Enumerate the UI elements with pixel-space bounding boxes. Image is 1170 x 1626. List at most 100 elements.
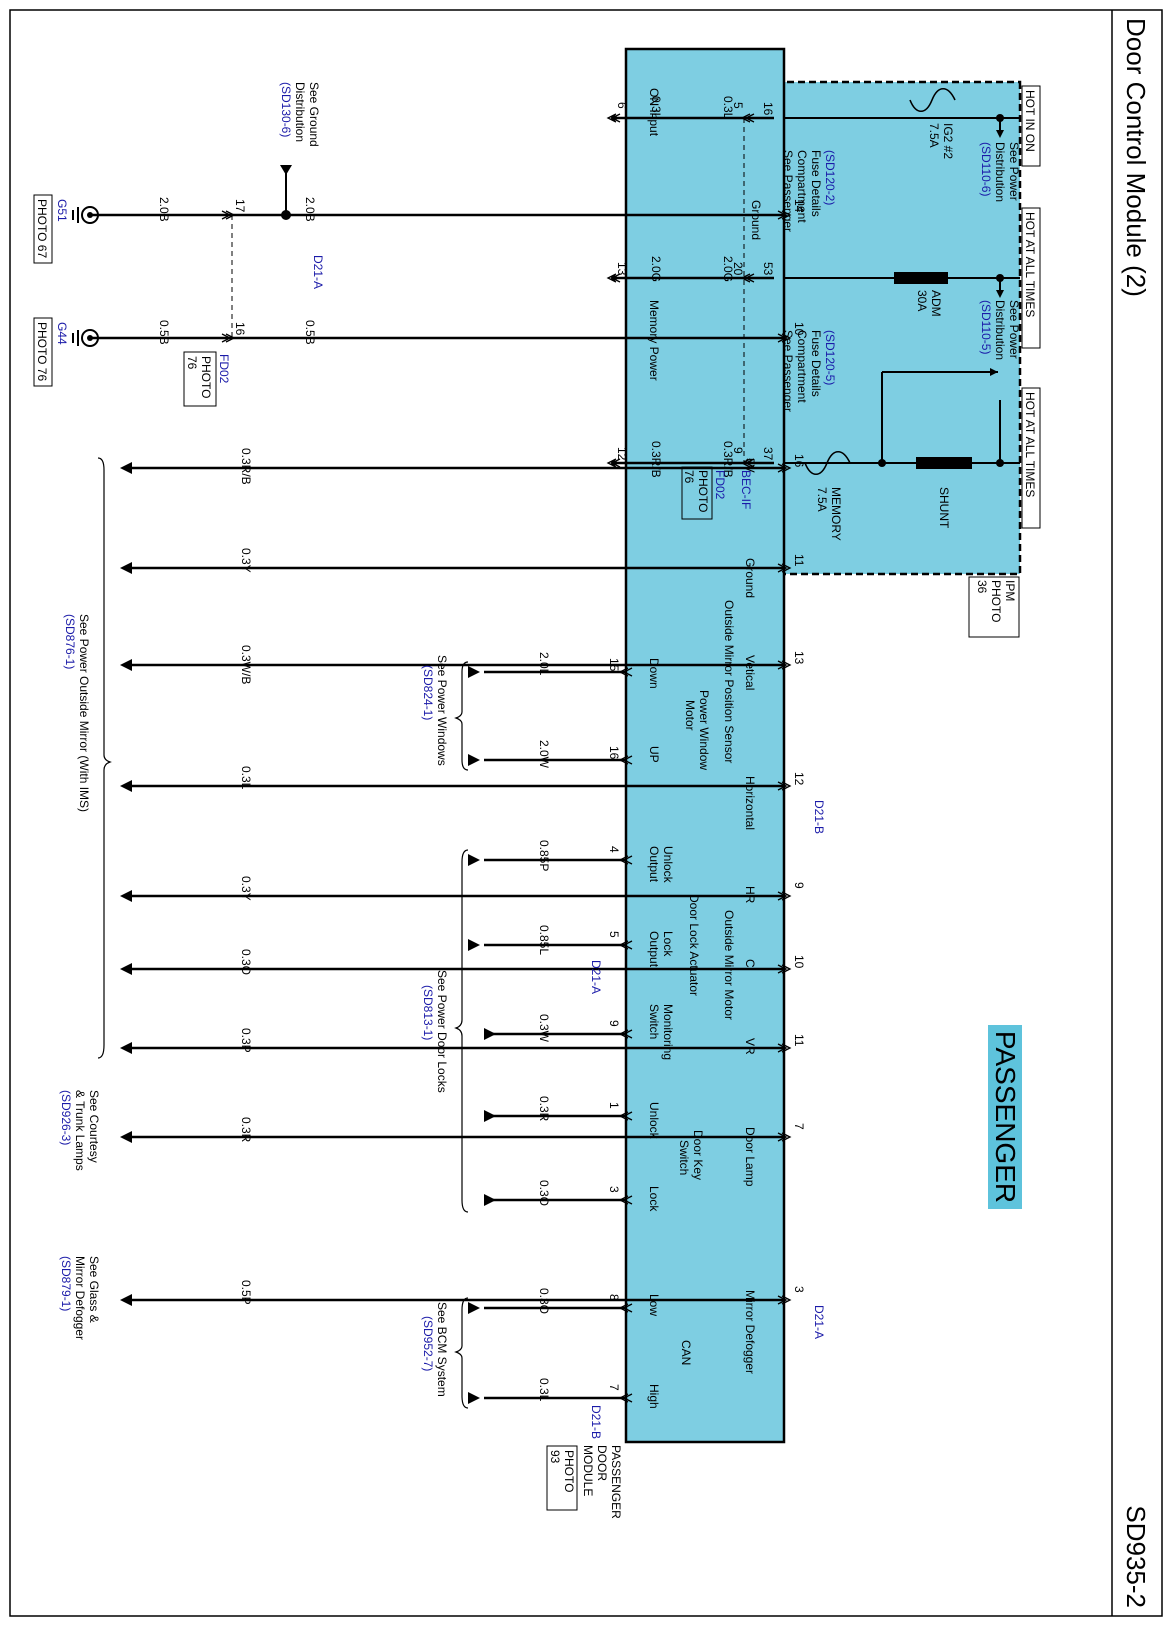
feed-ipm-wire-1: 2.0G [721, 256, 735, 282]
see-locks-text: See Power Door Locks [435, 970, 449, 1093]
upper-wire-label-3: 0.85L [537, 925, 551, 955]
window-bracket [454, 661, 469, 771]
bottom-arrow-5 [120, 963, 132, 975]
bottom-arrow-3 [120, 780, 132, 792]
ground-photo-box-0 [33, 194, 53, 264]
see-power-ref-2: (SD110-5) [979, 300, 993, 354]
lamp-ref: (SD926-3) [59, 1090, 73, 1145]
passenger-badge [988, 1025, 1022, 1209]
svg-text:Distribution: Distribution [993, 142, 1007, 202]
ground-see-2: Distribution [293, 82, 307, 142]
see-locks-ref: (SD813-1) [421, 985, 435, 1040]
hot-label-on: HOT IN ON [1021, 85, 1041, 167]
ground-see-arrow [280, 165, 292, 175]
defogger-see-1: See Glass & [87, 1256, 101, 1323]
svg-text:7.5A: 7.5A [815, 487, 829, 512]
ground-ref: (SD130-6) [279, 82, 293, 137]
bottom-arrow-8 [120, 1294, 132, 1306]
bottom-arrow-0 [120, 462, 132, 474]
bottom-arrow-2 [120, 659, 132, 671]
feed-fd-pin-0: 5 [731, 102, 745, 109]
see-window-ref: (SD824-1) [421, 665, 435, 720]
upper-func-3a: Lock [661, 931, 675, 957]
lamp-see-2: & Trunk Lamps [73, 1090, 87, 1171]
pass-comp-ref-1: (SD120-2) [823, 150, 837, 205]
module-name-label: PASSENGER DOOR MODULE PHOTO 93 [546, 1445, 623, 1519]
bottom-pin-6: 11 [792, 1034, 806, 1047]
feed-mod-pin-0: 6 [615, 102, 629, 109]
lock-d21a-label: D21-A [589, 960, 603, 994]
see-bcm-ref: (SD952-7) [421, 1316, 435, 1371]
see-power-text-1: See Power [1007, 142, 1021, 201]
svg-text:MODULE: MODULE [581, 1445, 595, 1496]
ground-fd-pin-1: 16 [233, 322, 247, 336]
fuse-adm-name: ADM [929, 290, 943, 317]
feed-mod-pin-1: 13 [615, 262, 629, 276]
can-d21b-label: D21-B [589, 1405, 603, 1439]
upper-arrow-4 [484, 1028, 496, 1040]
feed-module-dot-2 [611, 460, 617, 466]
ground-see-1: See Ground [307, 82, 321, 147]
bottom-connector-1 [777, 563, 792, 573]
bottom-pin-7: 7 [792, 1123, 806, 1130]
hot-label-always-1: HOT AT ALL TIMES [1021, 207, 1041, 349]
feed-module-dot-1 [611, 275, 617, 281]
feed-module-dot-0 [611, 115, 617, 121]
upper-func-3b: Output [647, 931, 661, 968]
see-power-text-2: See Power [1007, 300, 1021, 359]
ground-id-0: G51 [55, 199, 69, 222]
bottom-func-1: Ground [743, 558, 757, 598]
bottom-func-3: Horizontal [743, 776, 757, 830]
upper-connector-4 [618, 1029, 633, 1039]
bottom-wire-label-8: 0.5P [239, 1280, 253, 1305]
bottom-pin-4: 9 [792, 882, 806, 889]
defogger-see-2: Mirror Defogger [73, 1256, 87, 1340]
memory-power-label: Memory Power [647, 300, 661, 381]
bottom-func-7: Door Lamp [743, 1127, 757, 1187]
fuse-ig2-icon [909, 87, 956, 113]
bottom-arrow-6 [120, 1042, 132, 1054]
feed-fd-connector-1 [740, 273, 755, 283]
bottom-connector-0 [777, 463, 792, 473]
defogger-ref: (SD879-1) [59, 1256, 73, 1311]
ground-fd-connector-0 [221, 210, 236, 220]
feed-mod-wire-0: 0.3L [649, 96, 663, 120]
see-window-text: See Power Windows [435, 655, 449, 766]
upper-wire-label-4: 0.3W [537, 1014, 551, 1043]
upper-arrow-3 [468, 939, 480, 951]
page-code: SD935-2 [1121, 1505, 1151, 1608]
ground-mod-wire-0: 2.0B [303, 197, 317, 222]
ground-symbol-icon-0 [81, 206, 99, 224]
upper-wire-label-1: 2.0W [537, 740, 551, 769]
lamp-see-1: See Courtesy [87, 1090, 101, 1163]
upper-wire-label-6: 0.3O [537, 1180, 551, 1206]
feed-ipm-pin-1: 53 [761, 262, 775, 276]
upper-connector-2 [618, 855, 633, 865]
fuse-adm-icon [894, 272, 948, 284]
ground-fd-connector-1 [221, 333, 236, 343]
upper-wire-label-7: 0.3O [537, 1288, 551, 1314]
bottom-func-8: Mirror Defogger [743, 1290, 757, 1374]
see-power-ref-1: (SD110-6) [979, 142, 993, 196]
upper-func-4a: Monitoring [661, 1004, 675, 1060]
upper-func-6: Lock [647, 1186, 661, 1212]
svg-text:HOT IN ON: HOT IN ON [1023, 90, 1037, 152]
feed-mod-pin-2: 12 [615, 447, 629, 461]
feed-ipm-pin-2: 37 [761, 447, 775, 461]
upper-func-4b: Switch [647, 1004, 661, 1039]
upper-pin-5: 1 [607, 1102, 621, 1109]
passenger-badge-label: PASSENGER [990, 1031, 1021, 1203]
ipm-power-lines [760, 117, 1020, 464]
ground-symbol-dot-0 [87, 212, 93, 218]
bottom-pin-3: 12 [792, 772, 806, 786]
bottom-func-5: C [743, 959, 757, 968]
bottom-connector-3 [777, 781, 792, 791]
upper-connector-7 [618, 1303, 633, 1313]
bottom-func-6: VR [743, 1038, 757, 1055]
upper-connector-5 [618, 1111, 633, 1121]
upper-wire-label-0: 2.0L [537, 652, 551, 676]
feed-fd-pin-1: 20 [731, 262, 745, 276]
svg-text:Fuse Details: Fuse Details [809, 150, 823, 217]
svg-text:Compartment: Compartment [795, 150, 809, 223]
